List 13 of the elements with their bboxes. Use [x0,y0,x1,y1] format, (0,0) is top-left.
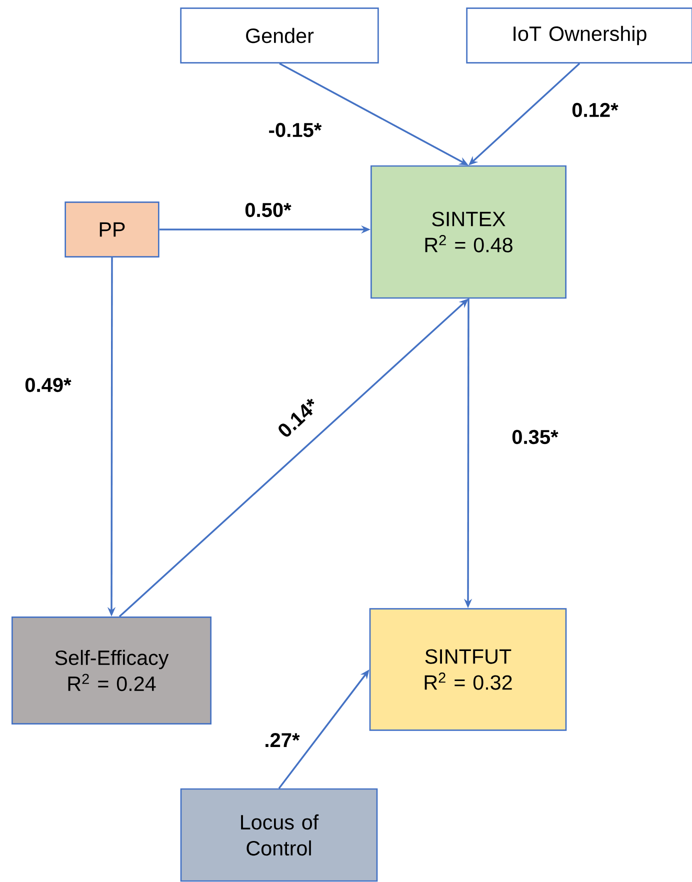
edge-label: .27* [262,732,302,748]
variable-box: SINTEX R$^{2}$ = 0.48 [370,165,566,299]
edge-label: -0.15* [266,122,324,138]
variable-box: PP [64,202,160,258]
variable-box: IoT Ownership [466,8,692,64]
edge-label: 0.35* [510,428,560,446]
edge-label: 0.49* [23,376,73,394]
edge-label: 0.12* [570,102,620,118]
variable-box: Locus of Control [180,788,378,882]
variable-box: Gender [180,8,379,64]
edge-label: 0.50* [243,202,293,218]
variable-box: Self-Efficacy R$^{2}$ = 0.24 [12,616,212,724]
variable-box: SINTFUT R$^{2}$ = 0.32 [369,608,567,731]
